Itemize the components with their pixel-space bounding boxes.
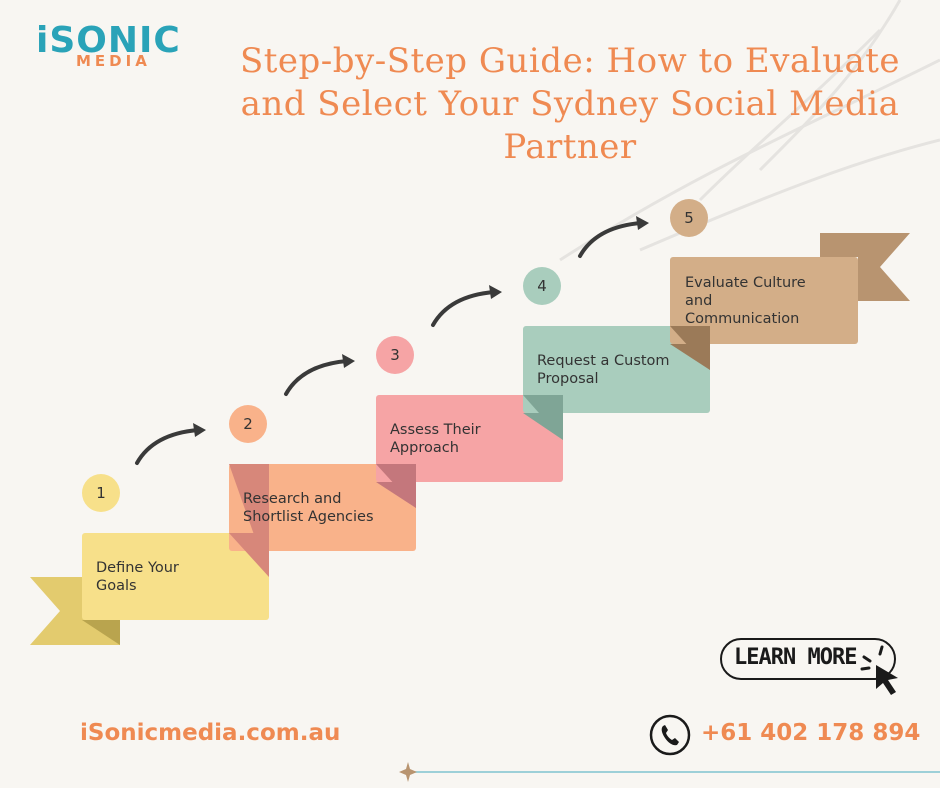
arrow-2-3 (284, 359, 349, 396)
step-3-label: Assess Their Approach (390, 422, 481, 456)
step-2-number: 2 (229, 405, 267, 443)
step-2-label: Research and Shortlist Agencies (243, 491, 374, 525)
learn-more-button[interactable] (720, 638, 896, 680)
step-1-fold (82, 620, 120, 645)
page-title: Step-by-Step Guide: How to Evaluate and … (239, 41, 901, 167)
learn-more-label: LEARN MORE (734, 645, 857, 670)
step-3-number: 3 (376, 336, 414, 374)
arrow-3-4 (431, 290, 496, 327)
step-5-label: Evaluate Culture and Communication (685, 275, 806, 327)
phone-number[interactable]: +61 402 178 894 (701, 720, 921, 746)
step-1-block (82, 533, 269, 620)
step-1-label: Define Your Goals (96, 560, 179, 594)
step-4-label: Request a Custom Proposal (537, 353, 670, 387)
sparkle-icon (399, 762, 417, 782)
step-5-block (670, 257, 858, 344)
arrow-1-2 (135, 428, 200, 465)
website-link[interactable]: iSonicmedia.com.au (80, 720, 341, 746)
step-4-number: 4 (523, 267, 561, 305)
step-1-number: 1 (82, 474, 120, 512)
step-2-block (229, 464, 416, 551)
cursor-click-icon (860, 645, 898, 695)
phone-icon (649, 714, 691, 756)
logo-wordmark: iSONIC (36, 20, 181, 61)
logo-subtext: MEDIA (76, 52, 151, 70)
ribbon-tail-right (820, 233, 910, 301)
arrow-4-5 (578, 221, 643, 258)
step-3-block (376, 395, 563, 482)
step-5-number: 5 (670, 199, 708, 237)
step-4-block (523, 326, 710, 413)
